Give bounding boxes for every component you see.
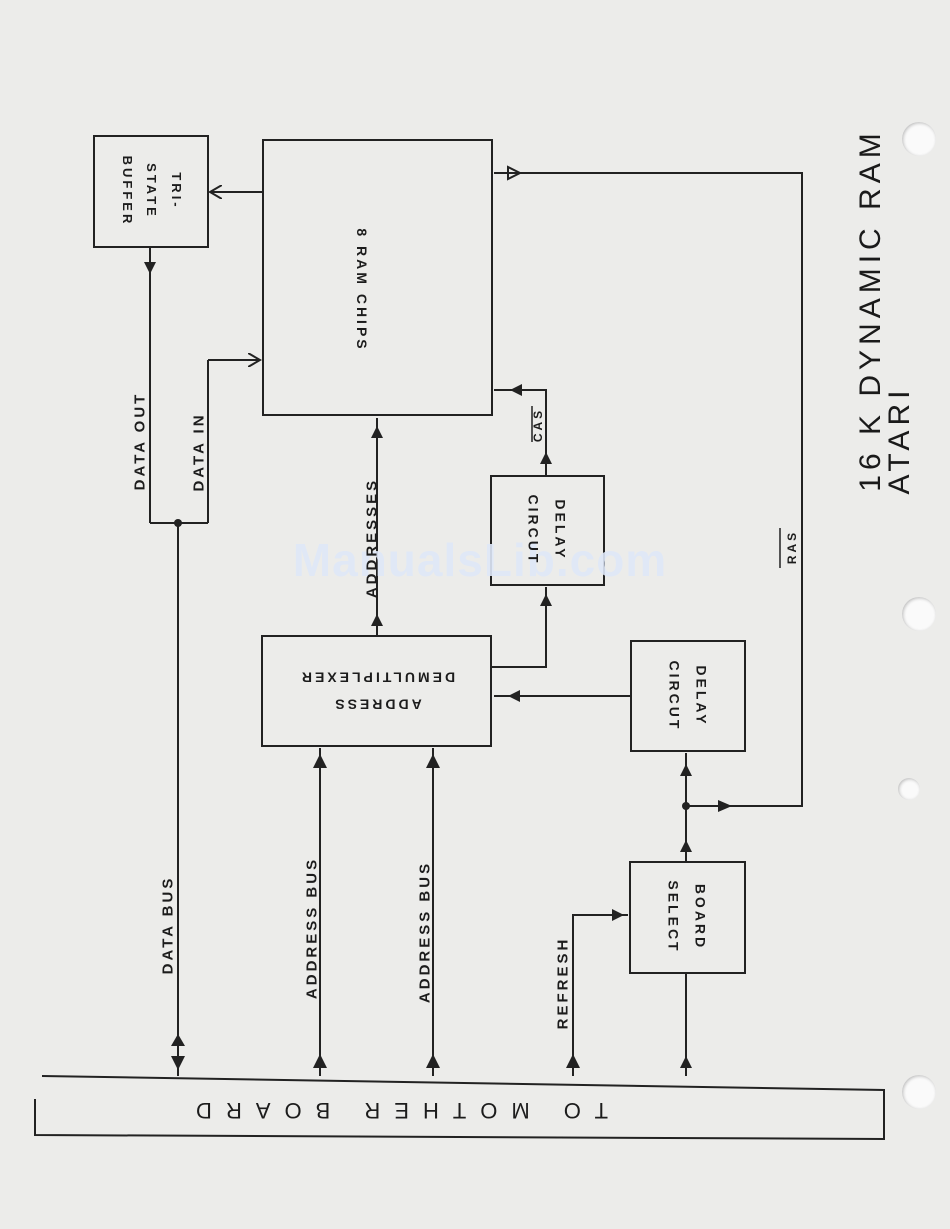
mother-board-label: TO MOTHER BOARD — [182, 1097, 608, 1123]
arrow-ab2-bottom — [426, 1054, 440, 1068]
tristate-buffer-label: TRI- STATE BUFFER — [114, 156, 188, 227]
arrow-cas-ram — [510, 384, 522, 396]
arrow-refresh-up — [566, 1054, 580, 1068]
ram-chips-label: 8 RAM CHIPS — [354, 228, 370, 351]
arrow-ab1-bottom — [313, 1054, 327, 1068]
arrow-buffer-in — [144, 262, 156, 274]
refresh-label: REFRESH — [555, 937, 572, 1030]
address-bus-2-label: ADDRESS BUS — [417, 861, 434, 1003]
arrow-ab1-top — [313, 754, 327, 768]
diagram-title-line2: ATARI — [882, 386, 918, 495]
arrow-board-select-in — [680, 1056, 692, 1068]
arrow-refresh-right — [612, 909, 624, 921]
arrow-data-bus-top — [171, 1034, 185, 1046]
delay-circuit-ras-label: DELAY CIRCUT — [661, 661, 714, 732]
arrow-cas-delay-in — [540, 594, 552, 606]
wire-demux-to-delay-cas — [491, 587, 546, 667]
address-demux-label: ADDRESS DEMULTIPLEXER — [299, 664, 455, 717]
arrow-addresses-up — [371, 426, 383, 438]
arrow-ras-branch — [718, 800, 732, 812]
junction-board-select — [682, 802, 690, 810]
arrow-cas-delay-out — [540, 452, 552, 464]
watermark-text: ManualsLib.com — [293, 533, 667, 587]
ras-label: RAS — [785, 530, 799, 564]
arrow-data-bus-bottom — [171, 1056, 185, 1070]
arrow-demux-in — [508, 690, 520, 702]
wire-ras — [494, 173, 802, 806]
junction-data — [174, 519, 182, 527]
ram-chips-box — [263, 140, 492, 415]
addresses-label: ADDRESSES — [364, 478, 381, 598]
arrow-ras-delay-in — [680, 764, 692, 776]
delay-circuit-cas-label: DELAY CIRCUT — [520, 495, 573, 566]
arrow-ab2-top — [426, 754, 440, 768]
data-out-label: DATA OUT — [132, 392, 149, 491]
data-in-label: DATA IN — [191, 412, 208, 491]
arrow-board-select-out — [680, 840, 692, 852]
board-select-label: BOARD SELECT — [660, 880, 713, 953]
data-bus-label: DATA BUS — [160, 876, 177, 975]
wire-refresh — [573, 915, 628, 1076]
arrow-addresses-base — [371, 614, 383, 626]
cas-label: CAS — [531, 408, 545, 442]
address-bus-1-label: ADDRESS BUS — [304, 857, 321, 999]
